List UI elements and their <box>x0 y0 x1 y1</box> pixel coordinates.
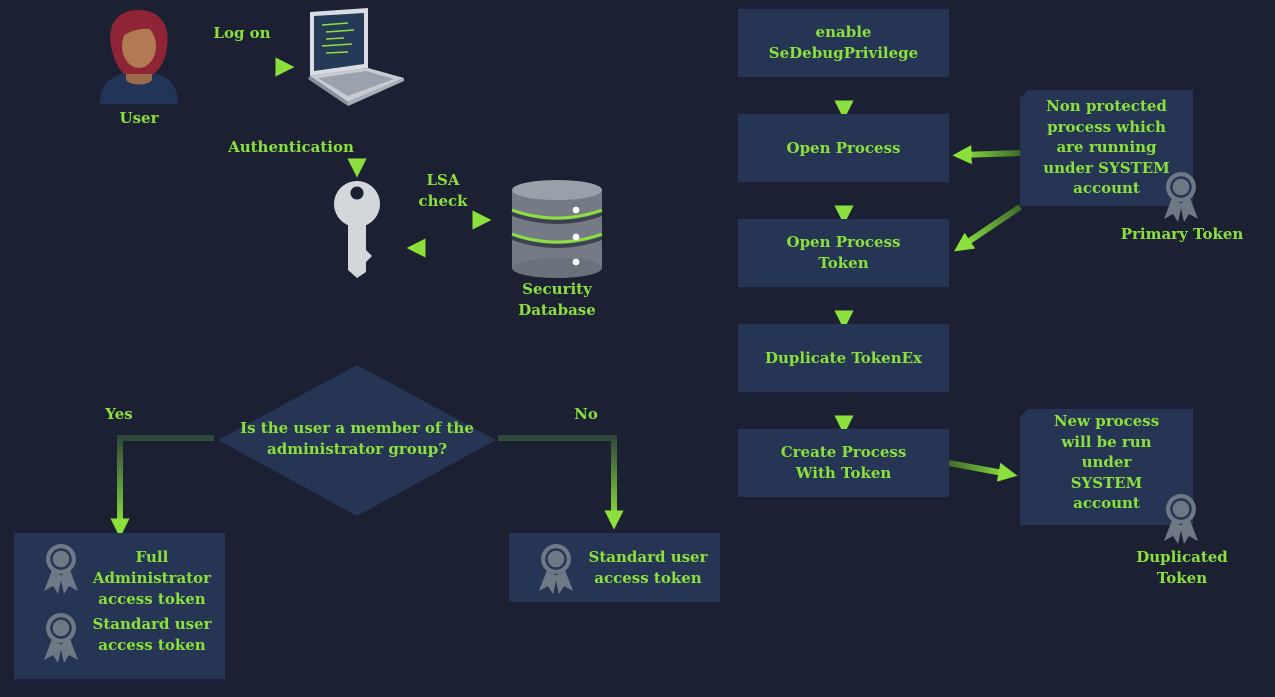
arrow-note-to-open-token <box>954 204 1022 252</box>
decision-text: Is the user a member of the administrato… <box>240 419 474 458</box>
laptop-icon <box>308 8 404 106</box>
primary-token-icon <box>1164 172 1198 222</box>
arrow-no <box>498 435 624 530</box>
arrow-create-to-note <box>948 460 1018 482</box>
step-enable-sedebugprivilege: enable SeDebugPrivilege <box>738 9 949 77</box>
lsa-check-label: LSA check <box>418 171 468 210</box>
duplicated-token-icon <box>1164 494 1198 544</box>
step-open-process-token: Open Process Token <box>738 219 949 287</box>
key-icon <box>334 181 380 278</box>
primary-token-label: Primary Token <box>1120 225 1244 243</box>
logon-label: Log on <box>213 24 271 42</box>
user-avatar-icon <box>100 10 178 104</box>
admin-box-standard-token-label: Standard user access token <box>92 615 212 654</box>
note-non-protected-process: Non protected process which are running … <box>1020 90 1193 206</box>
note-new-process-system: New process will be run under SYSTEM acc… <box>1020 409 1193 525</box>
ribbon-badge-icon <box>539 544 573 594</box>
standard-token-label: Standard user access token <box>588 548 708 587</box>
standard-token-box: Standard user access token <box>509 533 720 602</box>
ribbon-badge-icon <box>44 544 78 594</box>
admin-token-box: Full Administrator access token Standard… <box>14 533 225 679</box>
security-database-label: Security Database <box>518 280 596 319</box>
full-admin-token-label: Full Administrator access token <box>92 548 212 608</box>
duplicated-token-label: Duplicated Token <box>1136 548 1228 587</box>
step-duplicate-tokenex: Duplicate TokenEx <box>738 324 949 392</box>
decision-diamond <box>218 365 496 516</box>
step-create-process-with-token: Create Process With Token <box>738 429 949 497</box>
no-label: No <box>574 405 598 423</box>
arrow-yes <box>110 435 214 538</box>
authentication-label: Authentication <box>228 138 354 156</box>
database-icon <box>511 180 603 278</box>
ribbon-badge-icon <box>44 613 78 663</box>
user-label: User <box>119 109 159 127</box>
step-open-process: Open Process <box>738 114 949 182</box>
yes-label: Yes <box>105 405 133 423</box>
arrow-note-to-open-process <box>952 145 1021 165</box>
